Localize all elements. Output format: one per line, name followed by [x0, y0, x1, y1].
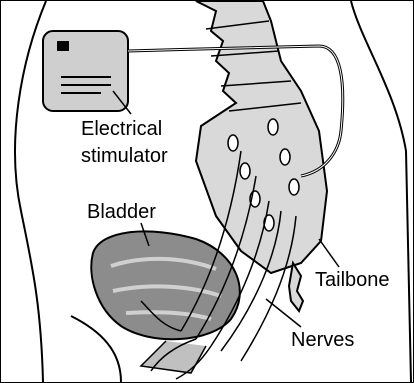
label-electrical: Electrical [81, 118, 162, 141]
label-bladder: Bladder [87, 201, 156, 224]
label-tailbone: Tailbone [315, 269, 390, 292]
label-nerves: Nerves [291, 329, 354, 352]
stimulator-chip [57, 41, 69, 51]
stimulator-device [43, 31, 128, 111]
label-stimulator: stimulator [81, 145, 168, 168]
